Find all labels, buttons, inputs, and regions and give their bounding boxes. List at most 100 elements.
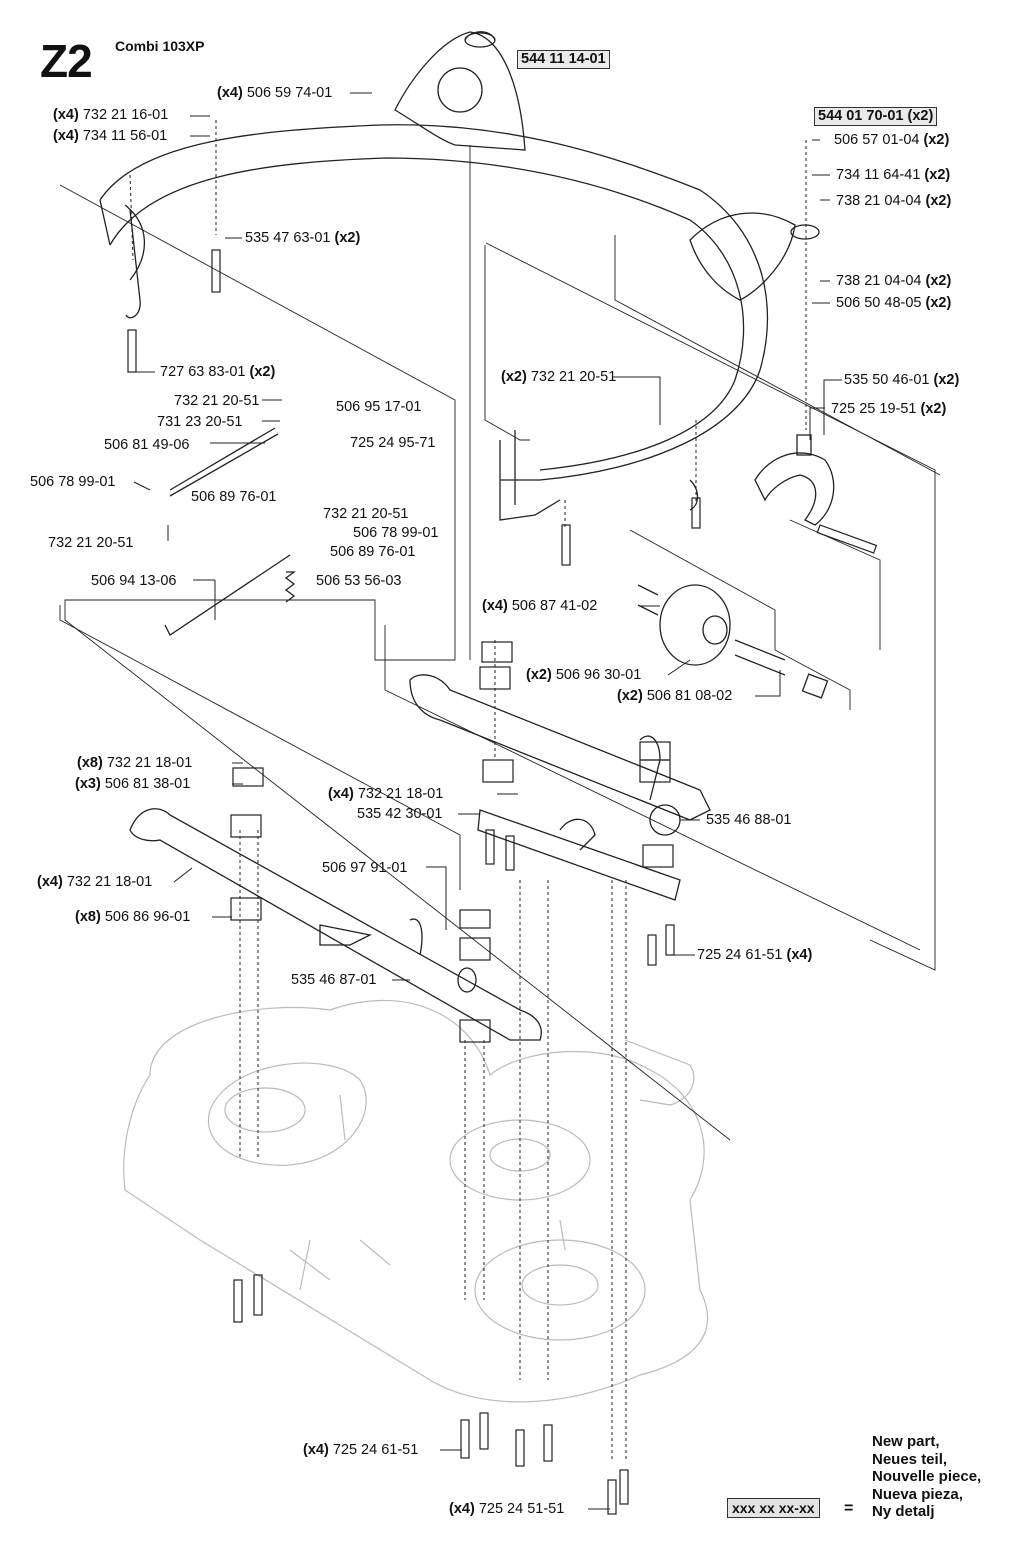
part-quantity: (x2): [923, 132, 950, 148]
hardware-lines: [129, 120, 807, 1460]
part-callout: 535 42 30-01: [357, 806, 442, 823]
part-callout: 506 81 49-06: [104, 437, 189, 454]
part-number: 738 21 04-04: [836, 273, 922, 289]
part-callout: 506 50 48-05 (x2): [836, 295, 951, 312]
part-number: 506 95 17-01: [336, 399, 422, 415]
part-number: 734 11 56-01: [82, 128, 168, 144]
part-callout: 506 97 91-01: [322, 860, 407, 877]
legend-line: Nouvelle piece,: [872, 1468, 982, 1485]
part-quantity: (x4): [482, 598, 508, 614]
part-number: 732 21 20-51: [174, 393, 260, 409]
linkage-rod: [164, 427, 296, 636]
part-quantity: (x2): [617, 688, 643, 704]
part-callout: 535 46 88-01: [706, 812, 791, 829]
mower-deck-outline: [123, 999, 709, 1403]
part-quantity: (x4): [786, 947, 813, 963]
part-number: 506 87 41-02: [511, 598, 598, 614]
part-number: 506 81 49-06: [104, 437, 190, 453]
part-number: 732 21 20-51: [48, 535, 134, 551]
part-number: 506 59 74-01: [246, 85, 333, 101]
part-callout: (x4) 506 59 74-01: [217, 85, 332, 102]
part-quantity: (x8): [77, 755, 103, 771]
part-callout: (x8) 506 86 96-01: [75, 909, 190, 926]
part-callout: 738 21 04-04 (x2): [836, 273, 951, 290]
part-number: 506 96 30-01: [555, 667, 642, 683]
part-number: 506 86 96-01: [104, 909, 191, 925]
part-number: 725 24 51-51: [478, 1501, 565, 1517]
part-quantity: (x2): [249, 364, 276, 380]
part-quantity: (x4): [449, 1501, 475, 1517]
bolts: [127, 249, 878, 1515]
part-quantity: (x2): [334, 230, 361, 246]
part-callout: (x4) 732 21 18-01: [328, 786, 443, 803]
part-callout: 544 11 14-01: [517, 50, 610, 69]
part-callout: 544 01 70-01 (x2): [814, 107, 938, 126]
part-callout: 738 21 04-04 (x2): [836, 193, 951, 210]
part-number: 725 24 61-51: [332, 1442, 419, 1458]
part-number: 732 21 18-01: [106, 755, 193, 771]
new-part-number: 544 11 14-01: [521, 51, 606, 67]
part-callout: 732 21 20-51: [174, 393, 259, 410]
part-number: 734 11 64-41: [836, 167, 921, 183]
part-callout: 535 50 46-01 (x2): [844, 372, 959, 389]
part-number: 506 57 01-04: [834, 132, 920, 148]
part-callout: (x4) 734 11 56-01: [53, 128, 167, 145]
part-callout: 535 46 87-01: [291, 972, 376, 989]
legend-line: Neues teil,: [872, 1450, 948, 1468]
part-number: 506 97 91-01: [322, 860, 408, 876]
clamp-blocks: [230, 641, 674, 1043]
part-quantity: (x2): [924, 167, 951, 183]
part-callout: 727 63 83-01 (x2): [160, 364, 275, 381]
part-callout: 725 24 95-71: [350, 435, 435, 452]
part-callout: (x4) 725 24 51-51: [449, 1501, 564, 1518]
part-callout: (x8) 732 21 18-01: [77, 755, 192, 772]
part-callout: 725 25 19-51 (x2): [831, 401, 946, 418]
legend-line: Ny detalj: [872, 1503, 935, 1520]
part-number: 732 21 20-51: [323, 506, 409, 522]
front-lift-bar: [129, 808, 542, 1041]
part-number: 738 21 04-04: [836, 193, 922, 209]
legend-line: New part,: [872, 1433, 940, 1450]
new-part-number: 544 01 70-01: [818, 108, 904, 124]
part-callout: (x3) 506 81 38-01: [75, 776, 190, 793]
part-number: 732 21 18-01: [357, 786, 444, 802]
part-quantity: (x4): [37, 874, 63, 890]
part-number: 506 78 99-01: [30, 474, 116, 490]
lift-frame: [99, 31, 820, 521]
part-callout: 506 89 76-01: [191, 489, 276, 506]
part-quantity: (x2): [925, 273, 952, 289]
gauge-wheel: [637, 434, 835, 699]
part-quantity: (x4): [303, 1442, 329, 1458]
part-number: 535 46 87-01: [291, 972, 377, 988]
legend-line: Nueva pieza,: [872, 1485, 963, 1503]
rear-lift-arm: [409, 674, 711, 901]
part-quantity: (x4): [53, 128, 79, 144]
legend-equals-sign: =: [844, 1500, 854, 1517]
part-callout: (x4) 725 24 61-51: [303, 1442, 418, 1459]
part-number: 506 81 08-02: [646, 688, 733, 704]
part-number: 535 50 46-01: [844, 372, 930, 388]
part-quantity: (x8): [75, 909, 101, 925]
part-number: 725 25 19-51: [831, 401, 917, 417]
part-number: 506 50 48-05: [836, 295, 922, 311]
part-callout: 734 11 64-41 (x2): [836, 167, 950, 184]
part-quantity: (x2): [920, 401, 947, 417]
part-callout: (x4) 732 21 16-01: [53, 107, 168, 124]
part-quantity: (x2): [501, 369, 527, 385]
part-number: 725 24 61-51: [697, 947, 783, 963]
part-number: 732 21 20-51: [530, 369, 617, 385]
part-callout: 506 94 13-06: [91, 573, 176, 590]
part-quantity: (x3): [75, 776, 101, 792]
part-callout: 732 21 20-51: [48, 535, 133, 552]
part-callout: 506 57 01-04 (x2): [834, 132, 949, 149]
part-number: 535 42 30-01: [357, 806, 443, 822]
part-callout: (x4) 732 21 18-01: [37, 874, 152, 891]
part-callout: 731 23 20-51: [157, 414, 242, 431]
guide-lines: [59, 145, 941, 1141]
new-part-legend: New part, Neues teil, Nouvelle piece, Nu…: [872, 1433, 981, 1521]
part-number: 506 53 56-03: [316, 573, 402, 589]
part-callout: 506 78 99-01: [30, 474, 115, 491]
part-number: 725 24 95-71: [350, 435, 436, 451]
part-number: 535 46 88-01: [706, 812, 792, 828]
